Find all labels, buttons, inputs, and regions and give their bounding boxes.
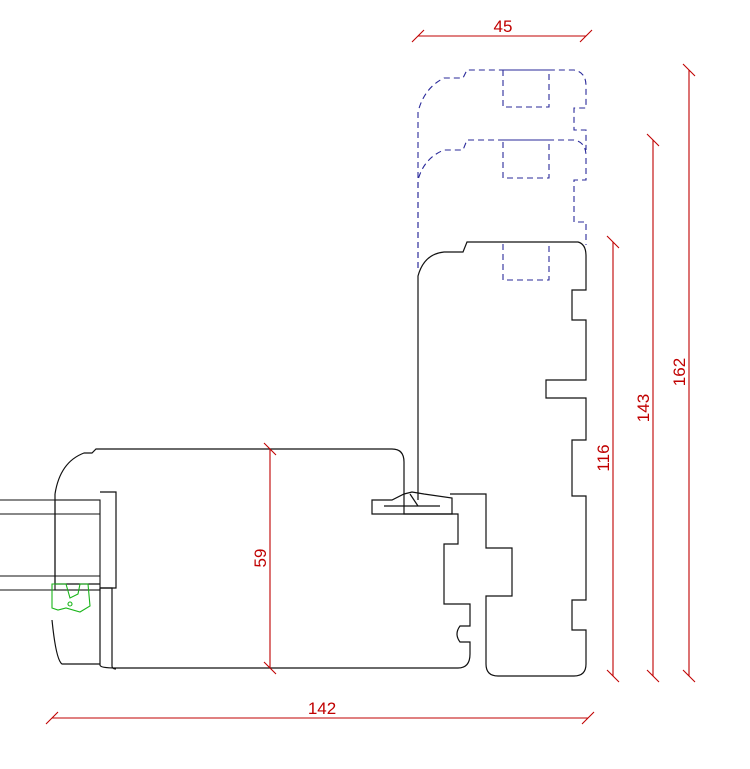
dimension-frame-height-1: 116 — [594, 235, 620, 683]
dimension-label-sash-height: 59 — [251, 549, 270, 568]
dimension-sash-height: 59 — [251, 442, 277, 675]
glazing-gasket — [51, 583, 91, 613]
dimension-label-frame-height-2: 143 — [634, 394, 653, 422]
ghost-hardware-slot — [502, 241, 550, 281]
sash-profile — [54, 448, 471, 669]
dimension-label-frame-height-3: 162 — [670, 358, 689, 386]
ghost-profile-162 — [417, 69, 587, 268]
ghost-profile-143 — [417, 139, 587, 268]
weather-seal — [371, 491, 453, 515]
dimension-frame-height-2: 143 — [634, 133, 660, 683]
dimension-bottom-width: 142 — [45, 699, 595, 725]
dimension-label-bottom-width: 142 — [308, 699, 336, 718]
dimension-frame-height-3: 162 — [670, 63, 696, 683]
sash-nose — [100, 587, 117, 670]
glass-pane — [0, 499, 101, 591]
dimension-label-top-width: 45 — [494, 17, 513, 36]
frame-profile — [417, 241, 587, 677]
dimension-top-width: 45 — [411, 17, 593, 43]
dimension-label-frame-height-1: 116 — [594, 444, 613, 471]
glazing-bead — [51, 491, 117, 665]
